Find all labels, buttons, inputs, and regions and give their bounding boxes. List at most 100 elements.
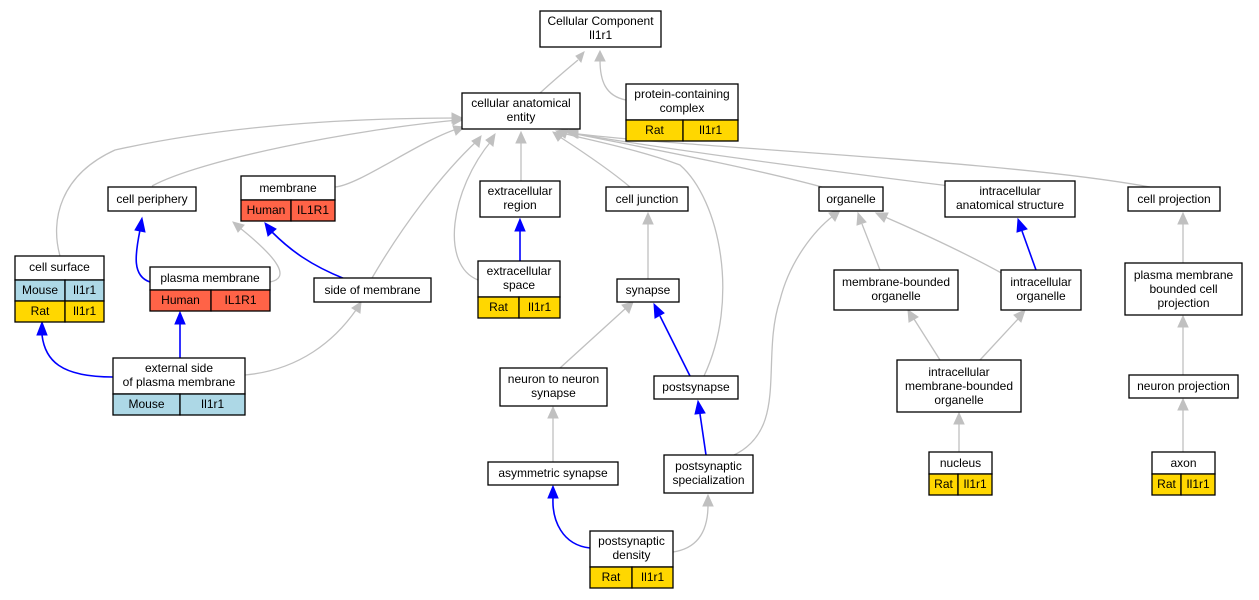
arrowhead xyxy=(351,301,362,314)
node-label: organelle xyxy=(826,192,876,206)
node-label: region xyxy=(503,198,536,212)
node-label: membrane xyxy=(259,181,317,195)
node-label: bounded cell xyxy=(1149,282,1217,296)
species-label: Rat xyxy=(934,477,953,491)
node-external-side-of-plasma-membrane[interactable]: external side of plasma membrane Mouse I… xyxy=(112,357,246,416)
edge-complex-root xyxy=(599,59,627,101)
arrowhead xyxy=(621,301,634,314)
gene-label: Il1r1 xyxy=(201,397,225,411)
node-membrane-bounded-organelle[interactable]: membrane-bounded organelle xyxy=(833,269,959,311)
arrowhead xyxy=(566,128,579,139)
edge-extspace-cae xyxy=(453,139,493,281)
node-cell-projection[interactable]: cell projection xyxy=(1127,186,1221,212)
node-synapse[interactable]: synapse xyxy=(616,278,680,303)
node-label: extracellular xyxy=(487,264,552,278)
node-organelle[interactable]: organelle xyxy=(818,186,884,212)
gene-label: Il1r1 xyxy=(73,304,97,318)
node-cellular-anatomical-entity[interactable]: cellular anatomical entity xyxy=(461,92,581,130)
gene-cell xyxy=(290,199,336,222)
edge-n2n-synapse xyxy=(559,307,627,369)
node-label: intracellular xyxy=(979,184,1040,198)
node-plasma-membrane[interactable]: plasma membrane Human IL1R1 xyxy=(149,266,271,312)
node-intracellular-anatomical-structure[interactable]: intracellular anatomical structure xyxy=(944,180,1076,218)
node-nucleus[interactable]: nucleus Rat Il1r1 xyxy=(928,451,993,496)
node-cellular-component[interactable]: Cellular Component Il1r1 xyxy=(539,10,662,48)
gene-cell xyxy=(957,473,993,496)
species-label: Rat xyxy=(31,304,50,318)
node-label: cell periphery xyxy=(116,192,187,206)
species-label: Mouse xyxy=(22,283,58,297)
node-protein-containing-complex[interactable]: protein-containing complex Rat Il1r1 xyxy=(625,83,739,142)
node-label: membrane-bounded xyxy=(905,379,1013,393)
node-label: organelle xyxy=(934,393,984,407)
edge-plasmamembrane-periphery xyxy=(135,229,151,283)
node-neuron-to-neuron-synapse[interactable]: neuron to neuron synapse xyxy=(499,367,608,407)
edge-mbo-organelle xyxy=(861,223,881,271)
node-label: intracellular xyxy=(928,365,989,379)
gene-label: Il1r1 xyxy=(1186,477,1210,491)
species-label: Rat xyxy=(1157,477,1176,491)
edge-ps-postsynapse xyxy=(699,413,707,456)
arrowhead xyxy=(174,310,186,325)
node-label: density xyxy=(612,548,650,562)
node-plasma-membrane-bounded-cell-projection[interactable]: plasma membrane bounded cell projection xyxy=(1124,262,1243,316)
arrowhead xyxy=(856,211,867,226)
node-label: side of membrane xyxy=(324,283,420,297)
gene-cell xyxy=(64,300,105,323)
node-postsynapse[interactable]: postsynapse xyxy=(653,375,739,400)
arrowhead xyxy=(653,302,665,319)
arrowhead xyxy=(594,49,606,62)
node-label: synapse xyxy=(531,386,576,400)
gene-label: Il1r1 xyxy=(641,570,665,584)
node-intracellular-membrane-bounded-organelle[interactable]: intracellular membrane-bounded organelle xyxy=(896,359,1022,413)
arrowhead xyxy=(514,217,526,232)
edge-psd-asym xyxy=(552,497,591,549)
edge-external-sideofmembrane xyxy=(244,309,357,376)
node-axon[interactable]: axon Rat Il1r1 xyxy=(1151,451,1216,496)
node-label: axon xyxy=(1170,456,1196,470)
arrowhead xyxy=(547,405,559,419)
species-label: Human xyxy=(247,203,286,217)
node-extracellular-space[interactable]: extracellular space Rat Il1r1 xyxy=(477,260,561,319)
edge-cae-root xyxy=(539,59,579,94)
node-cell-surface[interactable]: cell surface Mouse Il1r1 Rat Il1r1 xyxy=(14,255,105,323)
edge-cellsurface-cae xyxy=(55,117,459,257)
node-label: cellular anatomical xyxy=(471,96,570,110)
arrowhead xyxy=(1177,314,1189,328)
node-label: external side xyxy=(145,361,213,375)
arrowhead xyxy=(232,221,245,233)
node-intracellular-organelle[interactable]: intracellular organelle xyxy=(1000,269,1082,311)
node-label: complex xyxy=(660,101,705,115)
gene-label: Il1r1 xyxy=(963,477,987,491)
edge-sideofmembrane-cae xyxy=(371,139,479,279)
node-label: organelle xyxy=(871,289,921,303)
node-label: extracellular xyxy=(488,184,553,198)
node-side-of-membrane[interactable]: side of membrane xyxy=(313,277,432,303)
arrowhead xyxy=(451,114,464,126)
node-cell-junction[interactable]: cell junction xyxy=(605,186,689,212)
gene-cell xyxy=(1180,473,1216,496)
arrowhead xyxy=(953,411,965,425)
edge-imbo-mbo xyxy=(913,318,941,361)
edge-ps-organelle xyxy=(731,215,834,457)
gene-cell xyxy=(631,566,674,589)
edge-membrane-cae xyxy=(334,127,461,188)
edge-imbo-intraorg xyxy=(979,318,1019,361)
species-label: Rat xyxy=(489,300,508,314)
arrowhead xyxy=(575,51,585,64)
node-neuron-projection[interactable]: neuron projection xyxy=(1128,374,1239,399)
gene-cell xyxy=(210,289,271,312)
edge-periphery-cae xyxy=(151,119,459,187)
node-extracellular-region[interactable]: extracellular region xyxy=(479,180,561,218)
node-membrane[interactable]: membrane Human IL1R1 xyxy=(240,175,336,222)
arrowhead xyxy=(1177,397,1189,411)
node-postsynaptic-density[interactable]: postsynaptic density Rat Il1r1 xyxy=(589,530,674,589)
edge-intraorg-organelle xyxy=(884,216,1006,276)
node-asymmetric-synapse[interactable]: asymmetric synapse xyxy=(487,461,619,486)
node-label: postsynaptic xyxy=(675,459,742,473)
node-postsynaptic-specialization[interactable]: postsynaptic specialization xyxy=(663,454,754,494)
arrowhead xyxy=(907,308,919,323)
arrowhead xyxy=(264,222,277,237)
node-cell-periphery[interactable]: cell periphery xyxy=(107,186,197,212)
